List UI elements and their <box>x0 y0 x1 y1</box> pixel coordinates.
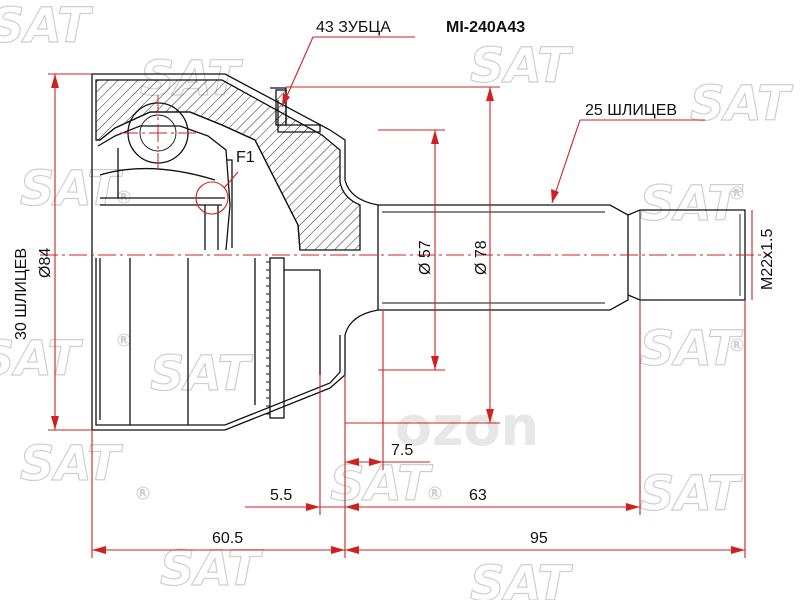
svg-text:R: R <box>734 189 740 199</box>
watermark-brand: SAT <box>640 466 743 522</box>
watermark-brand: SAT <box>160 541 263 597</box>
dim-63-label: 63 <box>469 487 487 504</box>
watermark-brand: SAT <box>20 161 123 217</box>
labels: 43 ЗУБЦА MI-240A43 25 ШЛИЦЕВ F1 30 ШЛИЦЕ… <box>13 19 776 547</box>
inner-diameter-label: Ø84 <box>37 248 54 278</box>
watermark-brand: SAT <box>150 346 253 402</box>
watermark-brand: SAT <box>0 331 83 387</box>
dim-7-5-label: 7.5 <box>391 442 413 459</box>
part-number: MI-240A43 <box>446 19 525 36</box>
outer-spline-label: 25 ШЛИЦЕВ <box>585 102 677 119</box>
watermark-brand: SAT <box>0 0 93 54</box>
svg-text:R: R <box>432 489 438 499</box>
dimension-lines <box>48 36 753 558</box>
diameter-78-label: Ø 78 <box>473 240 490 275</box>
watermark-reg-mark: R <box>136 486 150 500</box>
watermark-reg-mark: R <box>730 338 744 352</box>
watermark-reg-mark: R <box>117 190 131 204</box>
svg-text:R: R <box>121 336 127 346</box>
abs-ring-label: 43 ЗУБЦА <box>316 19 391 36</box>
watermark-brand: SAT <box>330 456 433 512</box>
watermark-brand: SAT <box>640 321 743 377</box>
svg-text:R: R <box>734 341 740 351</box>
diameter-57-label: Ø 57 <box>417 240 434 275</box>
svg-text:R: R <box>140 489 146 499</box>
watermark-brand: SAT <box>640 176 743 232</box>
thread-label: M22x1.5 <box>759 229 776 290</box>
dim-95-label: 95 <box>530 530 548 547</box>
watermark-reg-mark: R <box>117 333 131 347</box>
watermark-brand: SAT <box>690 76 793 132</box>
watermark-center: ozon <box>395 395 539 458</box>
dim-5-5-label: 5.5 <box>270 487 292 504</box>
inner-spline-label: 30 ШЛИЦЕВ <box>13 248 30 340</box>
watermark-reg-mark: R <box>730 186 744 200</box>
watermark-brand: SAT <box>20 436 123 492</box>
watermark-brand: SAT <box>470 38 573 94</box>
detail-label: F1 <box>236 149 255 166</box>
watermark-brand: SAT <box>470 556 573 600</box>
abs-ring-teeth <box>266 261 270 415</box>
watermark-reg-mark: R <box>428 486 442 500</box>
dim-60-5-label: 60.5 <box>212 530 243 547</box>
